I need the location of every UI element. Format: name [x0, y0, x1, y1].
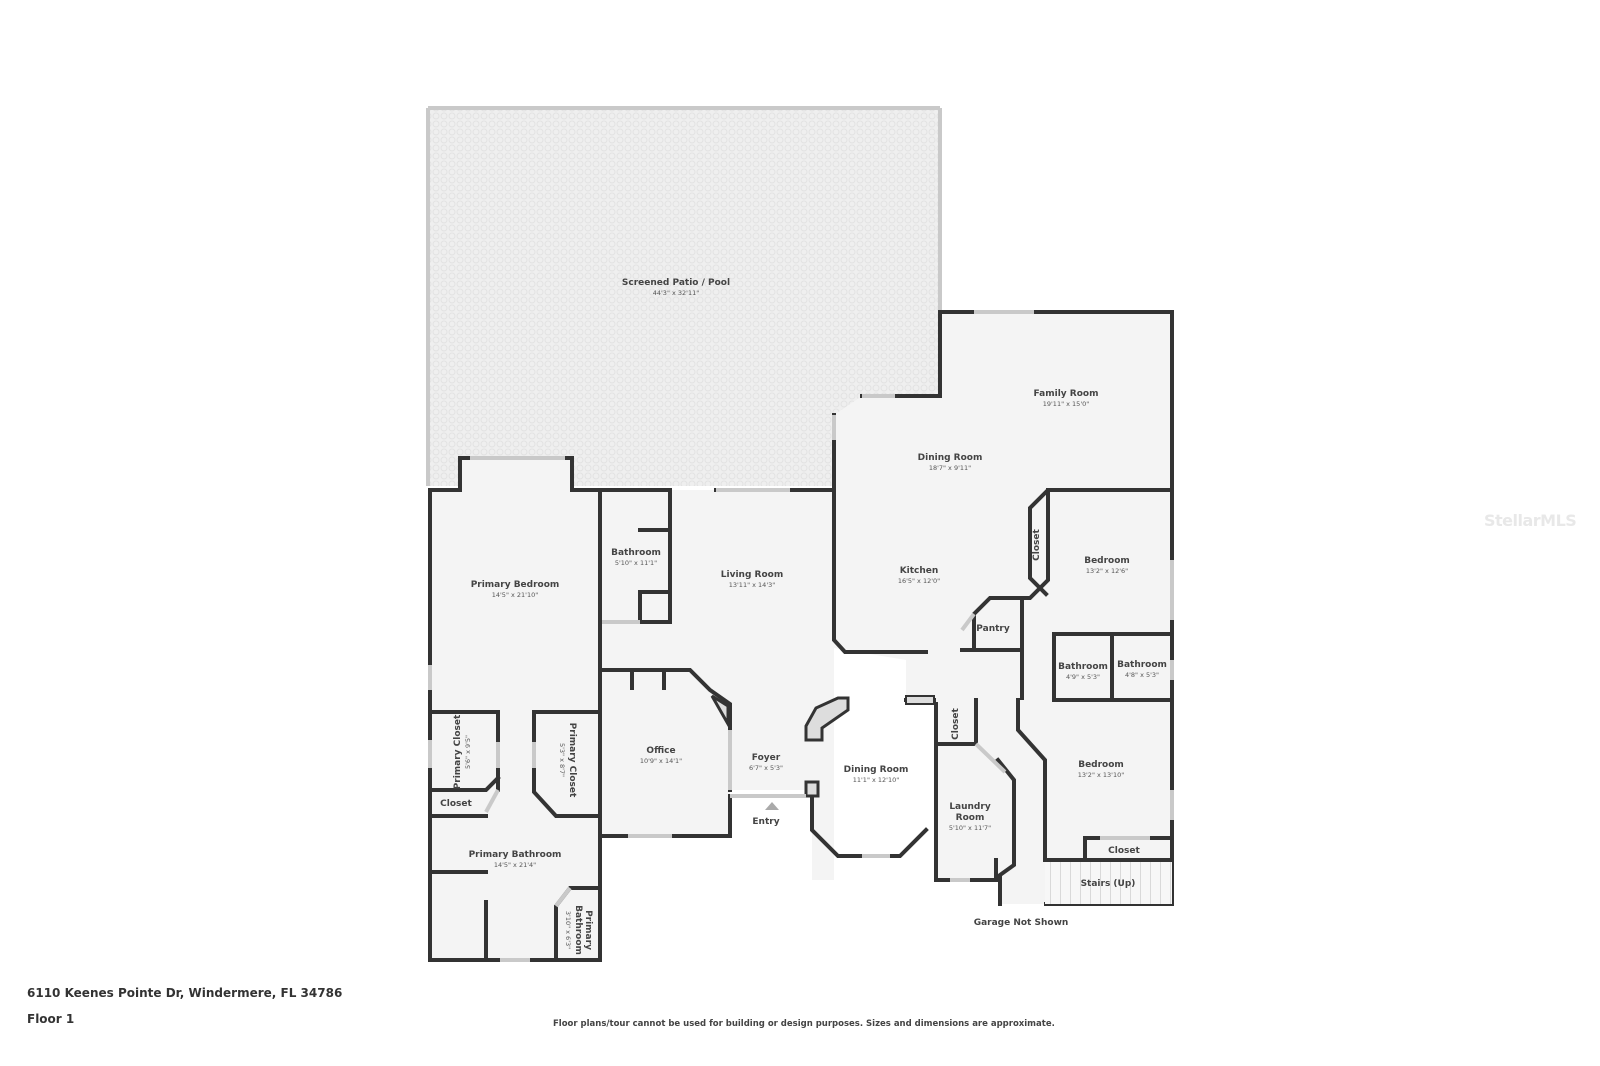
svg-text:18'7" x 9'11": 18'7" x 9'11" — [929, 464, 971, 472]
watermark: StellarMLS — [1484, 511, 1577, 530]
svg-text:Bedroom: Bedroom — [1078, 760, 1124, 770]
svg-text:Primary Closet: Primary Closet — [453, 714, 463, 789]
svg-text:5'10" x 11'1": 5'10" x 11'1" — [615, 559, 657, 567]
svg-text:13'11" x 14'3": 13'11" x 14'3" — [729, 581, 775, 589]
property-address: 6110 Keenes Pointe Dr, Windermere, FL 34… — [27, 986, 343, 1000]
room-primary-closet-b: Primary Closet 5'3" x 8'7" — [558, 723, 577, 798]
svg-text:44'3" x 32'11": 44'3" x 32'11" — [653, 289, 699, 297]
room-closet-bedroom-2: Closet — [1108, 846, 1140, 856]
svg-text:Primary Closet: Primary Closet — [567, 723, 577, 798]
svg-text:Bedroom: Bedroom — [1084, 556, 1130, 566]
svg-text:Closet: Closet — [440, 799, 472, 809]
svg-text:Dining Room: Dining Room — [918, 453, 983, 463]
room-bathroom-hall: Bathroom 5'10" x 11'1" — [611, 548, 661, 567]
garage-note: Garage Not Shown — [974, 918, 1069, 928]
svg-text:Primary Bedroom: Primary Bedroom — [471, 580, 560, 590]
svg-text:Room: Room — [956, 813, 985, 823]
svg-text:Bathroom: Bathroom — [573, 905, 583, 955]
room-primary-bedroom: Primary Bedroom 14'5" x 21'10" — [471, 580, 560, 599]
svg-text:Office: Office — [646, 746, 675, 756]
svg-text:Garage Not Shown: Garage Not Shown — [974, 918, 1069, 928]
room-patio: Screened Patio / Pool 44'3" x 32'11" — [622, 278, 730, 297]
floor-fill — [430, 312, 1172, 960]
room-living-room: Living Room 13'11" x 14'3" — [721, 570, 783, 589]
svg-text:5'10" x 11'7": 5'10" x 11'7" — [949, 824, 991, 832]
svg-text:Entry: Entry — [752, 817, 779, 827]
room-primary-bathroom-small: Primary Bathroom 3'10" x 6'3" — [564, 905, 593, 955]
room-stairs: Stairs (Up) — [1081, 879, 1136, 889]
svg-text:Stairs (Up): Stairs (Up) — [1081, 879, 1136, 889]
svg-text:Bathroom: Bathroom — [1058, 662, 1108, 672]
room-family-room: Family Room 19'11" x 15'0" — [1034, 389, 1099, 408]
room-closet-primary: Closet — [440, 799, 472, 809]
room-primary-closet-a: Primary Closet 5'6" x 9'5" — [453, 714, 472, 789]
svg-text:6'7" x 5'3": 6'7" x 5'3" — [749, 764, 783, 772]
svg-text:Pantry: Pantry — [976, 624, 1010, 634]
svg-text:Screened Patio / Pool: Screened Patio / Pool — [622, 278, 730, 288]
svg-text:Living Room: Living Room — [721, 570, 783, 580]
svg-text:Bathroom: Bathroom — [1117, 660, 1167, 670]
walls — [428, 310, 1174, 962]
entry-marker: Entry — [752, 817, 779, 827]
patio-area — [426, 106, 942, 486]
svg-text:16'5" x 12'0": 16'5" x 12'0" — [898, 577, 940, 585]
svg-text:4'9" x 5'3": 4'9" x 5'3" — [1066, 673, 1100, 681]
room-closet-laundry: Closet — [951, 707, 961, 739]
svg-text:11'1" x 12'10": 11'1" x 12'10" — [853, 776, 899, 784]
svg-text:Laundry: Laundry — [949, 802, 991, 812]
room-laundry: Laundry Room 5'10" x 11'7" — [949, 802, 991, 832]
svg-text:Bathroom: Bathroom — [611, 548, 661, 558]
room-bathroom-b: Bathroom 4'8" x 5'3" — [1117, 660, 1167, 679]
room-bedroom-1: Bedroom 13'2" x 12'6" — [1084, 556, 1130, 575]
room-pantry: Pantry — [976, 624, 1010, 634]
disclaimer: Floor plans/tour cannot be used for buil… — [553, 1019, 1055, 1029]
room-foyer: Foyer 6'7" x 5'3" — [749, 753, 783, 772]
svg-text:3'10" x 6'3": 3'10" x 6'3" — [564, 911, 572, 949]
svg-text:14'5" x 21'10": 14'5" x 21'10" — [492, 591, 538, 599]
svg-text:5'3" x 8'7": 5'3" x 8'7" — [558, 743, 566, 777]
svg-text:Kitchen: Kitchen — [900, 566, 939, 576]
room-dining-room-upper: Dining Room 18'7" x 9'11" — [918, 453, 983, 472]
floor-label: Floor 1 — [27, 1012, 75, 1026]
svg-text:Foyer: Foyer — [752, 753, 781, 763]
room-primary-bathroom: Primary Bathroom 14'5" x 21'4" — [469, 850, 562, 869]
svg-text:4'8" x 5'3": 4'8" x 5'3" — [1125, 671, 1159, 679]
room-closet-kitchen: Closet — [1032, 528, 1042, 560]
room-bedroom-2: Bedroom 13'2" x 13'10" — [1078, 760, 1124, 779]
svg-text:Closet: Closet — [951, 707, 961, 739]
svg-text:5'6" x 9'5": 5'6" x 9'5" — [464, 735, 472, 769]
room-kitchen: Kitchen 16'5" x 12'0" — [898, 566, 940, 585]
svg-text:19'11" x 15'0": 19'11" x 15'0" — [1043, 400, 1089, 408]
svg-text:13'2" x 12'6": 13'2" x 12'6" — [1086, 567, 1128, 575]
svg-text:Primary: Primary — [583, 910, 593, 950]
svg-text:Closet: Closet — [1108, 846, 1140, 856]
svg-text:13'2" x 13'10": 13'2" x 13'10" — [1078, 771, 1124, 779]
svg-text:10'9" x 14'1": 10'9" x 14'1" — [640, 757, 682, 765]
svg-text:14'5" x 21'4": 14'5" x 21'4" — [494, 861, 536, 869]
svg-text:Primary Bathroom: Primary Bathroom — [469, 850, 562, 860]
room-dining-room-lower: Dining Room 11'1" x 12'10" — [844, 765, 909, 784]
room-office: Office 10'9" x 14'1" — [640, 746, 682, 765]
svg-text:Closet: Closet — [1032, 528, 1042, 560]
svg-text:Dining Room: Dining Room — [844, 765, 909, 775]
room-bathroom-a: Bathroom 4'9" x 5'3" — [1058, 662, 1108, 681]
svg-text:Family Room: Family Room — [1034, 389, 1099, 399]
